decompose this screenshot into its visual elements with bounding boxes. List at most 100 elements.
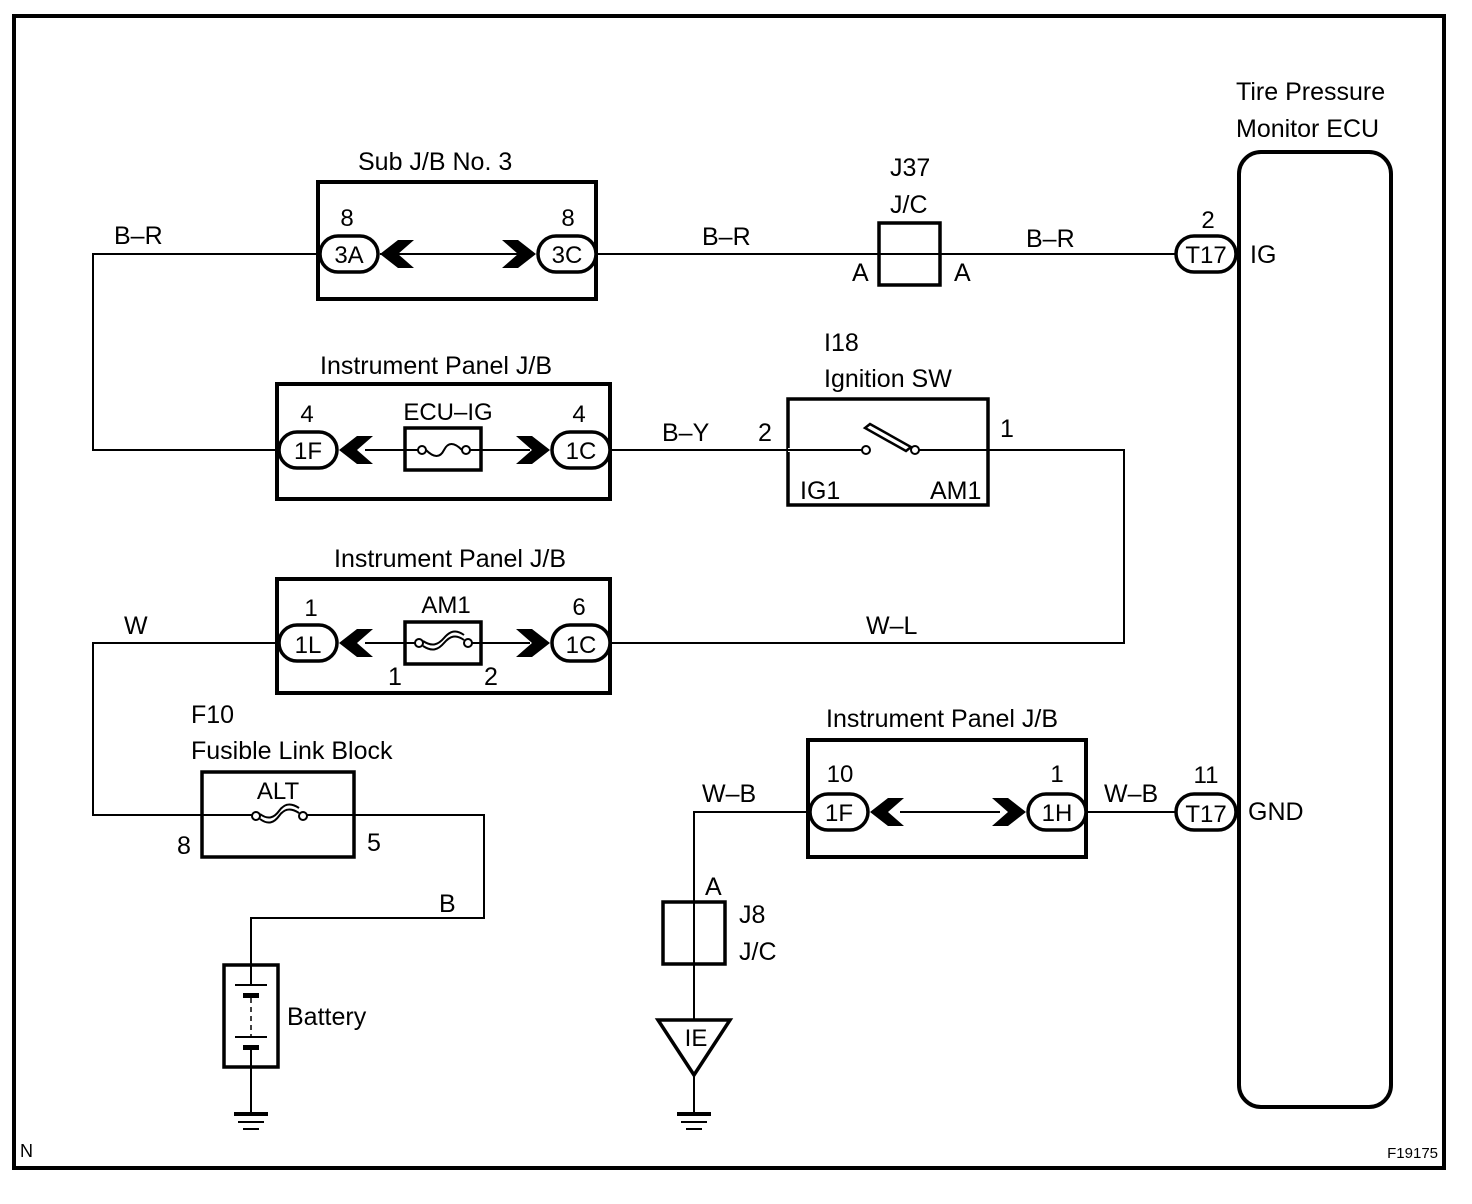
ecu-terminal-ig: IG (1250, 241, 1276, 269)
ignition-sw-name: Ignition SW (824, 365, 952, 393)
connector-1l (277, 623, 339, 663)
wire-label-by: B–Y (662, 419, 710, 447)
connector-1h-label: 1H (1042, 800, 1073, 827)
ground-bar (677, 1112, 711, 1116)
ipjb-gnd-box (806, 738, 1088, 859)
ground-bar (234, 1112, 268, 1116)
sub-jb-3-box (316, 180, 598, 301)
fuse-ecu-ig-label: ECU–IG (403, 399, 492, 426)
ecu-title-line1: Tire Pressure (1236, 78, 1385, 106)
ipjb-am1-title: Instrument Panel J/B (334, 545, 566, 573)
fusible-link-icon (259, 803, 300, 819)
instrument-panel-jb-ecu-ig: Instrument Panel J/B 4 1F ECU–IG 4 1C (275, 352, 612, 501)
connector-1c-label: 1C (566, 438, 597, 465)
arrow-right-icon (516, 629, 550, 657)
switch-terminal (861, 445, 871, 455)
connector-1f-gnd-label: 1F (825, 800, 853, 827)
diagram-frame (12, 14, 1446, 1170)
ground-bar (238, 1121, 264, 1123)
sub-jb-3: Sub J/B No. 3 8 3A 8 3C (316, 148, 598, 301)
j37-box (877, 221, 942, 287)
wire-label-wb-right: W–B (1104, 780, 1158, 808)
ipjb-ecu-ig-title: Instrument Panel J/B (320, 352, 552, 380)
fuse-am1-pin-left: 1 (388, 663, 402, 691)
fuse-terminal (417, 445, 427, 455)
j8-junction: A J8 J/C (661, 873, 777, 966)
connector-1c (550, 430, 612, 470)
wire-label-wl: W–L (866, 612, 918, 640)
battery-plate-short (243, 993, 259, 998)
instrument-panel-jb-am1: Instrument Panel J/B 1 1L AM1 1 2 6 1C (275, 545, 612, 695)
connector-t17-gnd (1174, 792, 1238, 832)
wire-b (250, 814, 485, 965)
pin-1f-ecu: 4 (300, 401, 313, 428)
connector-3c-label: 3C (552, 242, 583, 269)
pin-1c-ecu: 4 (572, 401, 585, 428)
arrow-right-icon (502, 240, 536, 268)
ground-point-label: IE (685, 1025, 708, 1052)
wire-label-br-left: B–R (114, 222, 163, 250)
switch-terminal (910, 445, 920, 455)
ignition-sw-pin-left: 2 (758, 419, 772, 447)
ignition-sw-terminal-ig1: IG1 (800, 477, 840, 505)
ipjb-ecu-ig-box (275, 382, 612, 501)
fusible-link-id: F10 (191, 701, 234, 729)
connector-1h (1026, 792, 1088, 832)
connector-1f-label: 1F (294, 438, 322, 465)
fusible-link-pin-right: 5 (367, 829, 381, 857)
tire-pressure-monitor-ecu: Tire Pressure Monitor ECU 2 T17 IG 11 T1… (1174, 78, 1393, 1109)
wire-wb-left (693, 811, 810, 1020)
sub-jb-3-title: Sub J/B No. 3 (358, 148, 512, 176)
fuse-am1-pin-right: 2 (484, 663, 498, 691)
pin-1f-gnd: 10 (827, 761, 854, 788)
connector-1f (277, 430, 339, 470)
ecu-terminal-gnd: GND (1248, 798, 1304, 826)
connector-1c-label: 1C (566, 632, 597, 659)
ground-bar (243, 1128, 259, 1130)
j8-type: J/C (739, 938, 777, 966)
ipjb-gnd-title: Instrument Panel J/B (826, 705, 1058, 733)
arrow-right-icon (516, 436, 550, 464)
ecu-box (1237, 150, 1393, 1109)
fuse-am1-label: AM1 (421, 592, 470, 619)
battery-label: Battery (287, 1003, 367, 1031)
connector-1l-label: 1L (295, 632, 322, 659)
pin-1h: 1 (1050, 761, 1063, 788)
j8-pin: A (705, 873, 722, 901)
j37-junction: J37 J/C A A (852, 154, 971, 287)
connector-t17-gnd-label: T17 (1185, 801, 1226, 828)
figure-id: F19175 (1387, 1145, 1438, 1162)
pin-3c: 8 (561, 205, 574, 232)
connector-3a (318, 234, 380, 274)
ground-point-triangle-icon (654, 1018, 734, 1079)
wires (92, 253, 1176, 1112)
ecu-title-line2: Monitor ECU (1236, 115, 1379, 143)
wire-w (92, 642, 279, 816)
connector-1f-gnd (808, 792, 870, 832)
wire-label-br-right: B–R (1026, 225, 1075, 253)
arrow-left-icon (870, 798, 904, 826)
ground-bar (681, 1121, 707, 1123)
battery: Battery (222, 963, 367, 1069)
arrow-right-icon (992, 798, 1026, 826)
arrow-left-icon (380, 240, 414, 268)
ignition-sw-pin-right: 1 (1000, 415, 1014, 443)
wire-label-wb-left: W–B (702, 780, 756, 808)
fuse-terminal (414, 638, 424, 648)
corner-mark: N (20, 1141, 33, 1161)
j8-id: J8 (739, 901, 765, 929)
j37-pin-right: A (954, 259, 971, 287)
arrow-left-icon (339, 436, 373, 464)
wire-label-w: W (124, 612, 148, 640)
connector-t17-ig-label: T17 (1185, 242, 1226, 269)
ground-icon (234, 1112, 268, 1130)
wire-label-b: B (439, 890, 456, 918)
pin-1l: 1 (304, 595, 317, 622)
connector-3a-label: 3A (334, 242, 363, 269)
fuse-icon (425, 443, 463, 457)
fusible-link-block: F10 Fusible Link Block ALT 8 5 (177, 701, 393, 860)
arrow-left-icon (339, 629, 373, 657)
connector-3c (536, 234, 598, 274)
wire-br-left (92, 253, 320, 451)
